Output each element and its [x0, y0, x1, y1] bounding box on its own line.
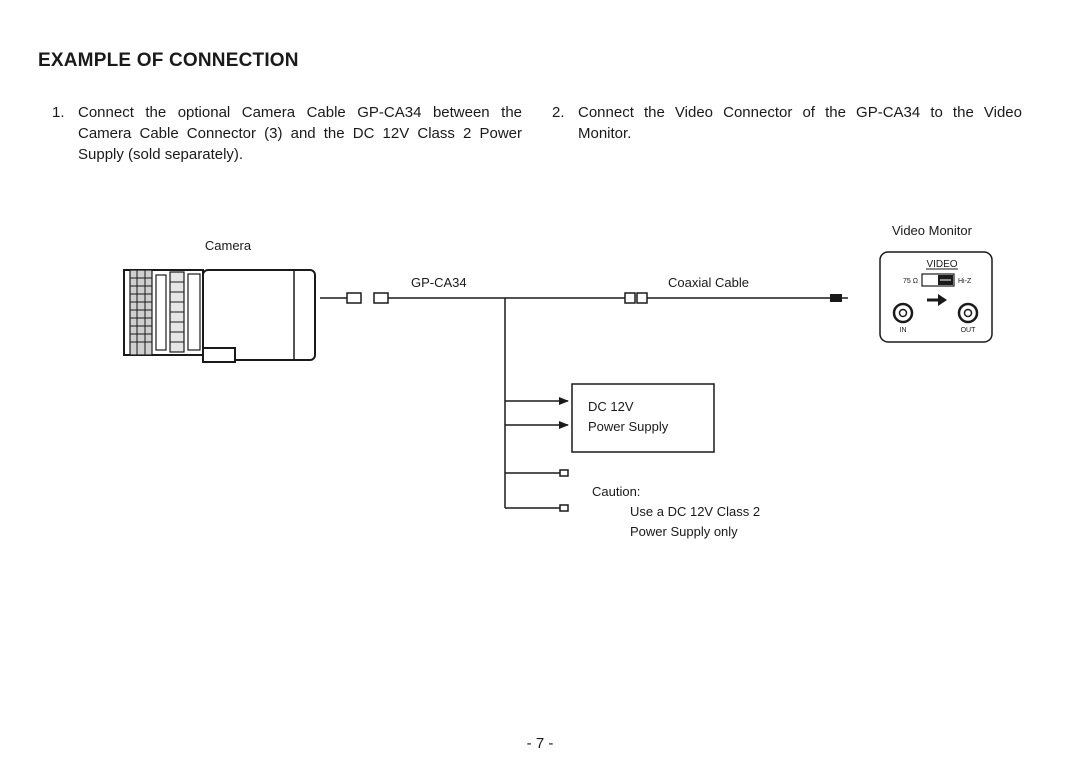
monitor-out-label: OUT — [961, 327, 977, 334]
step-1-number: 1. — [52, 104, 65, 121]
page-number: - 7 - — [526, 735, 554, 752]
monitor-75ohm-label: 75 Ω — [903, 278, 918, 285]
camera-illustration — [123, 269, 316, 363]
instruction-step-2: 2. Connect the Video Connector of the GP… — [552, 102, 1022, 144]
video-monitor-label: Video Monitor — [892, 223, 973, 238]
power-supply-box — [571, 383, 715, 453]
caution-title: Caution: — [592, 484, 640, 499]
monitor-video-title: VIDEO — [926, 259, 957, 270]
step-2-number: 2. — [552, 104, 565, 121]
camera-label: Camera — [205, 238, 252, 253]
power-supply-line2: Power Supply — [588, 419, 669, 434]
coaxial-cable-label: Coaxial Cable — [668, 275, 749, 290]
coax-plug-icon — [830, 294, 842, 302]
impedance-switch-icon — [921, 273, 955, 287]
power-supply-line1: DC 12V — [588, 399, 634, 414]
gp-ca34-label: GP-CA34 — [411, 275, 467, 290]
signal-arrow-icon — [927, 294, 947, 306]
video-in-jack-icon — [892, 302, 914, 324]
step-2-text: Connect the Video Connector of the GP-CA… — [578, 104, 1022, 142]
video-out-jack-icon — [957, 302, 979, 324]
gp-ca34-cable — [320, 292, 830, 304]
caution-line1: Use a DC 12V Class 2 — [630, 504, 760, 519]
power-branch-lines — [504, 298, 569, 512]
caution-line2: Power Supply only — [630, 524, 738, 539]
monitor-in-label: IN — [900, 327, 907, 334]
monitor-hiz-label: Hi-Z — [958, 278, 972, 285]
page-heading: EXAMPLE OF CONNECTION — [38, 50, 299, 71]
instruction-step-1: 1. Connect the optional Camera Cable GP-… — [52, 102, 522, 165]
step-1-text: Connect the optional Camera Cable GP-CA3… — [78, 104, 522, 163]
